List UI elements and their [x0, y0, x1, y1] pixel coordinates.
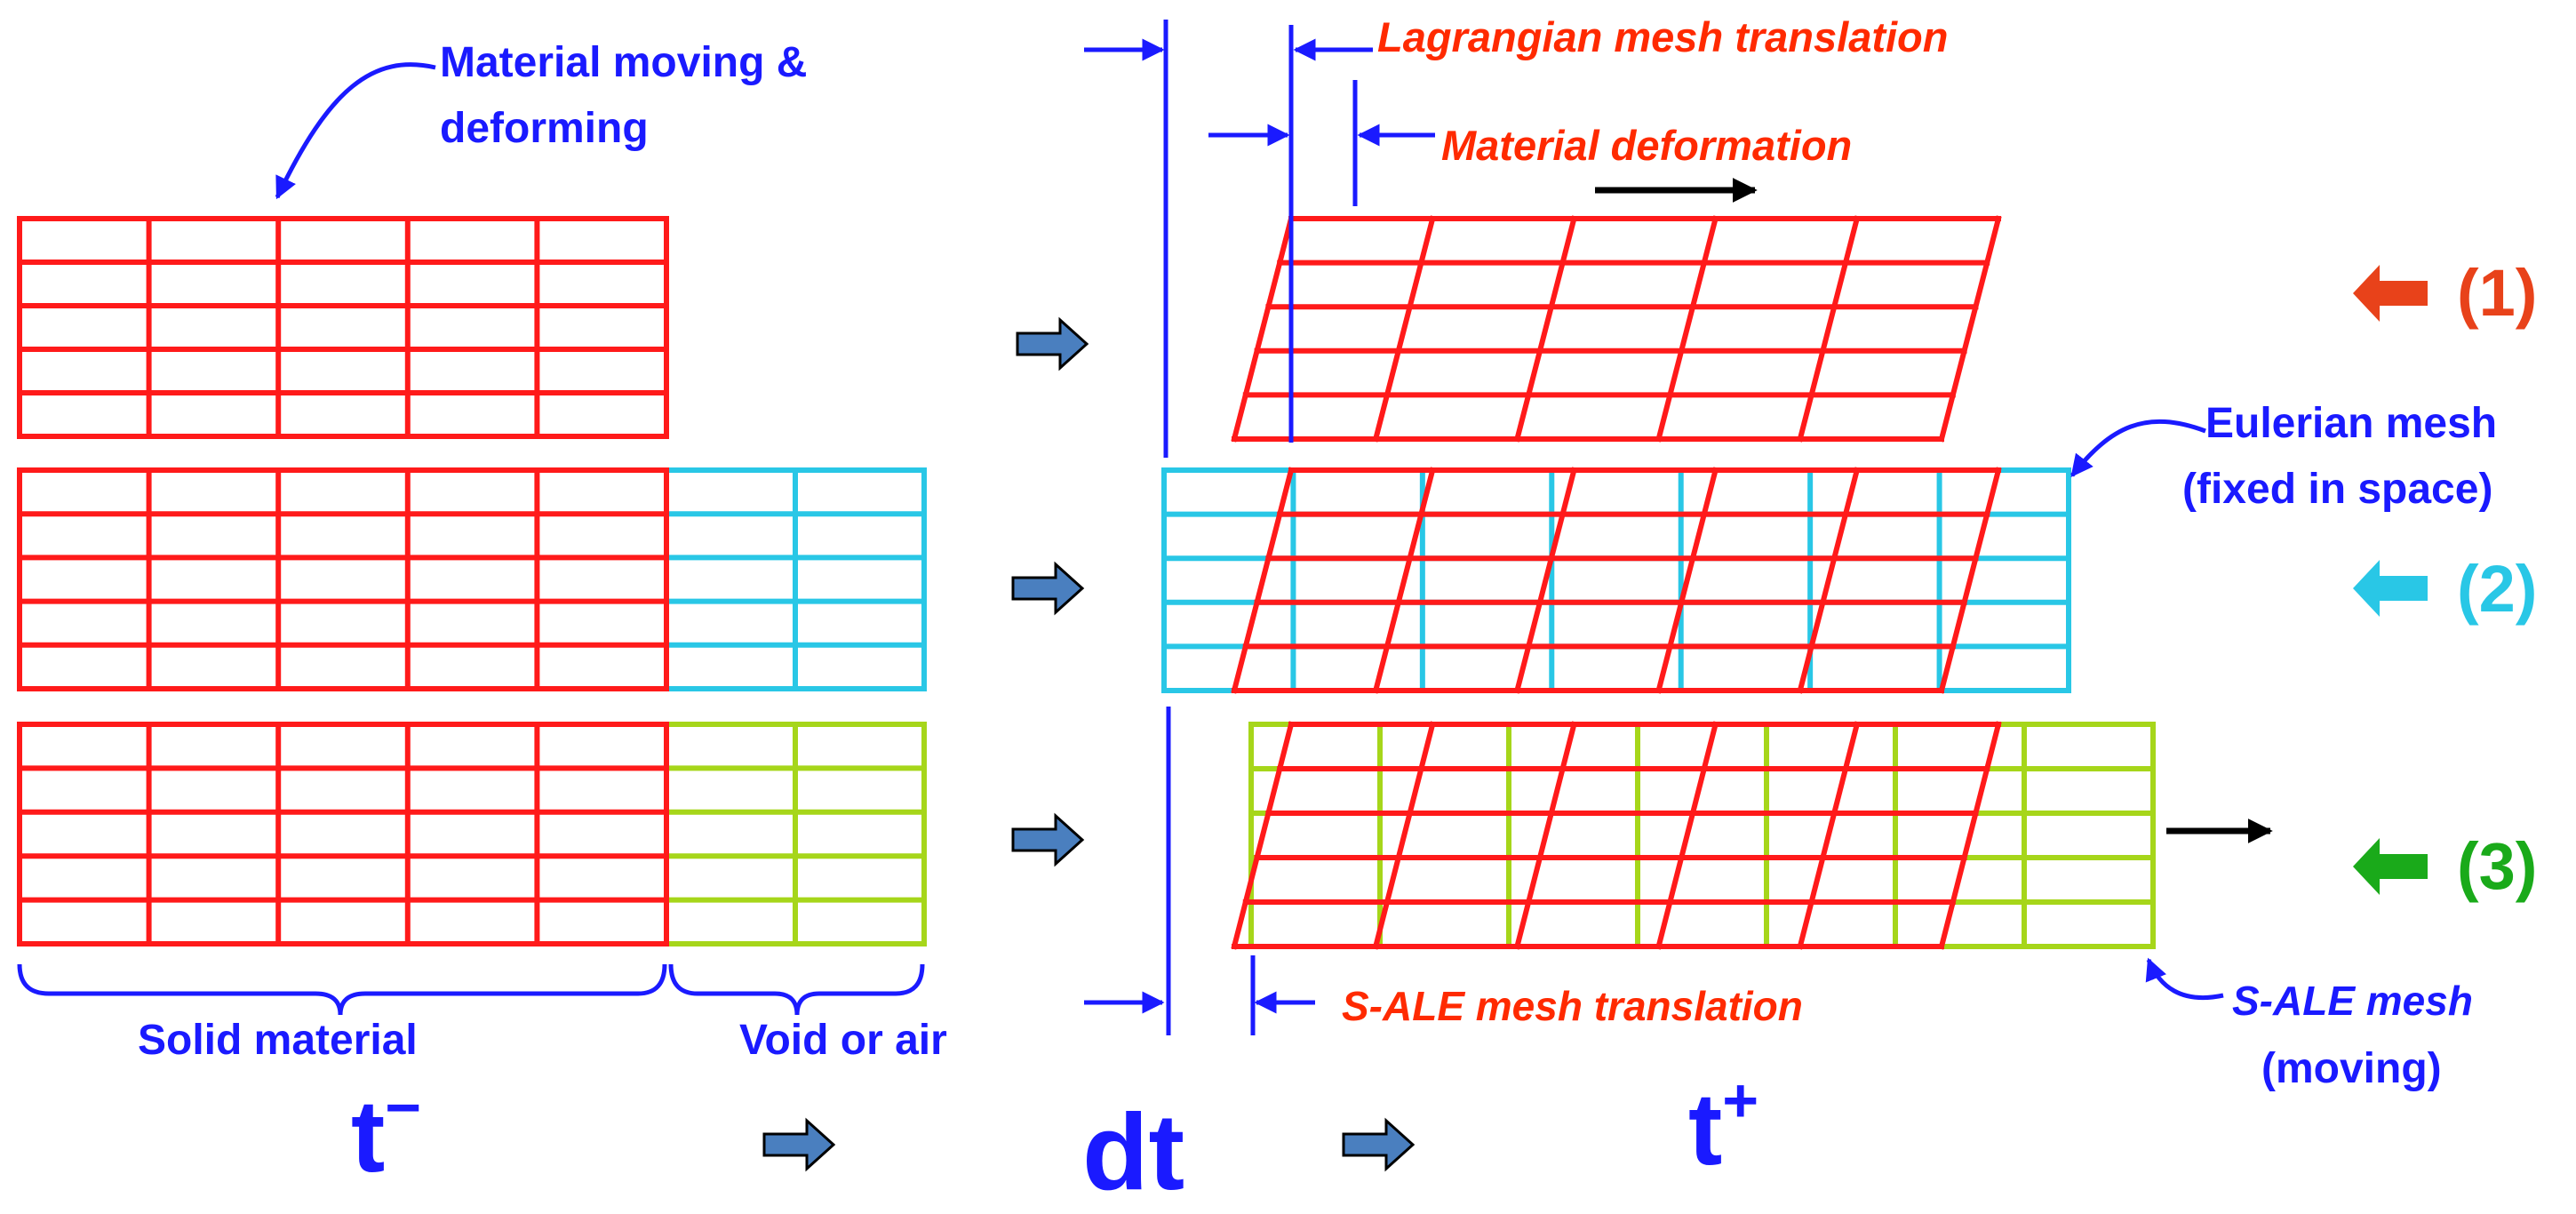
sale-translation-label: S-ALE mesh translation — [1342, 983, 1803, 1029]
mesh-column-line — [1513, 215, 1578, 443]
mesh-column-line — [1655, 721, 1719, 950]
void-or-air-label: Void or air — [739, 1017, 947, 1064]
mesh-column-line — [1938, 721, 2002, 950]
marker-3-label: (3) — [2457, 829, 2537, 903]
eulerian-mesh-label: Eulerian mesh — [2205, 400, 2497, 447]
t-plus-label: t+ — [1688, 1066, 1759, 1186]
pointer-arrow-icon — [2070, 419, 2206, 477]
mesh-column-line — [1513, 721, 1578, 950]
mesh-column-line — [1372, 467, 1436, 694]
lagrangian-translation-label: Lagrangian mesh translation — [1377, 13, 1948, 60]
step-arrow-icon — [1011, 814, 1084, 866]
mesh-column-line — [1938, 467, 2002, 694]
void-brace — [668, 963, 925, 1016]
marker-1: (1) — [2353, 256, 2537, 330]
step-arrow-icon — [1016, 318, 1089, 370]
material-moving-label: Material moving & — [440, 39, 807, 86]
sale-mesh-label: (moving) — [2261, 1045, 2442, 1092]
mesh-column-line — [1797, 721, 1861, 950]
step-arrow-icon — [1011, 563, 1084, 614]
pointer-arrow-icon — [2145, 957, 2224, 1001]
dt-label: dt — [1082, 1091, 1184, 1212]
material-mesh-3 — [17, 722, 669, 946]
marker-2-label: (2) — [2457, 552, 2537, 626]
dimension-lines — [275, 20, 2224, 1035]
pointer-arrow-icon — [275, 62, 436, 200]
eulerian-void-mesh-2 — [664, 467, 927, 691]
left-arrow-icon — [2353, 838, 2428, 895]
row-markers: (1) (2) (3) — [2353, 256, 2537, 903]
mesh-column-line — [1655, 467, 1719, 694]
mesh-column-line — [1372, 721, 1436, 950]
mesh-column-line — [1797, 467, 1861, 694]
marker-3: (3) — [2353, 829, 2537, 903]
left-arrow-icon — [2353, 265, 2428, 322]
sale-void-mesh-3 — [664, 722, 927, 946]
sale-mesh-label: S-ALE mesh — [2232, 978, 2473, 1024]
solid-material-brace — [17, 963, 667, 1016]
braces — [17, 963, 925, 1016]
marker-1-label: (1) — [2457, 256, 2537, 330]
mesh-column-line — [1372, 215, 1436, 443]
solid-material-label: Solid material — [138, 1017, 418, 1064]
mesh-column-line — [1231, 721, 1295, 950]
time-step-arrow-icon — [1342, 1119, 1415, 1170]
material-in-sale-mesh-3 — [1231, 721, 2002, 950]
material-mesh-1 — [17, 216, 669, 439]
lagrangian-deformed-mesh-1 — [1231, 215, 2002, 443]
marker-2: (2) — [2353, 552, 2537, 626]
mesh-column-line — [1938, 215, 2002, 443]
material-mesh-2 — [17, 467, 669, 691]
t-minus-meshes — [17, 216, 927, 946]
mesh-column-line — [1797, 215, 1861, 443]
mesh-column-line — [1655, 215, 1719, 443]
t-plus-meshes — [1161, 215, 2156, 950]
left-arrow-icon — [2353, 560, 2428, 617]
mesh-column-line — [1231, 467, 1295, 694]
eulerian-fixed-mesh-2 — [1161, 467, 2071, 693]
material-deformation-label: Material deformation — [1441, 122, 1852, 169]
mesh-column-line — [1231, 215, 1295, 443]
t-minus-label: t− — [351, 1073, 421, 1194]
motion-arrows — [1595, 178, 2273, 843]
eulerian-mesh-label: (fixed in space) — [2182, 466, 2492, 513]
material-in-eulerian-mesh-2 — [1231, 467, 2002, 694]
time-step-arrow-icon — [762, 1119, 835, 1170]
material-moving-label: deforming — [440, 105, 649, 152]
labels: Material moving & deforming Lagrangian m… — [138, 13, 2497, 1212]
mesh-column-line — [1513, 467, 1578, 694]
